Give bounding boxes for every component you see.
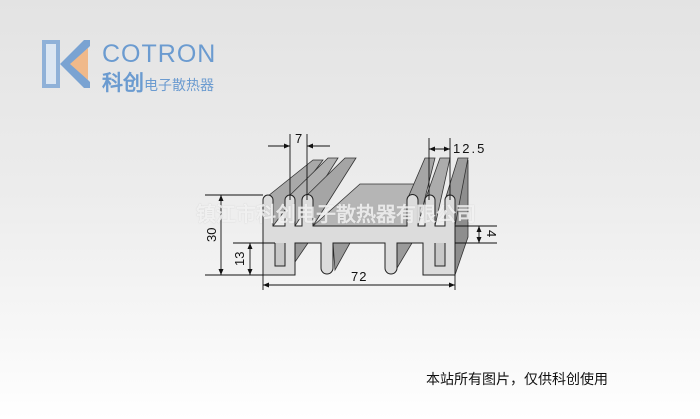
brand-chinese: 科创电子散热器 [102,67,214,97]
watermark: 镇江市科创电子散热器有限公司 [196,202,476,226]
right-leg-notch [434,243,446,267]
brand-cn-small: 电子散热器 [144,78,214,94]
heatsink-profile [262,194,456,276]
caption: 本站所有图片，仅供科创使用 [426,372,608,388]
brand-name: COTRON [102,40,217,68]
dim-height: 30 [204,228,219,242]
dim-fin-pitch: 12.5 [453,141,486,156]
dim-base-height: 13 [232,252,247,266]
dim-fin-gap: 7 [295,131,302,146]
dim-width: 72 [351,269,367,284]
brand-cn-big: 科创 [102,71,144,95]
dim-plate-thickness: 4 [484,230,499,237]
cotron-logo: COTRON 科创电子散热器 [40,38,240,95]
left-leg-notch [274,243,286,267]
cotron-logo-icon [42,40,90,88]
dimension-arrows [218,143,482,288]
